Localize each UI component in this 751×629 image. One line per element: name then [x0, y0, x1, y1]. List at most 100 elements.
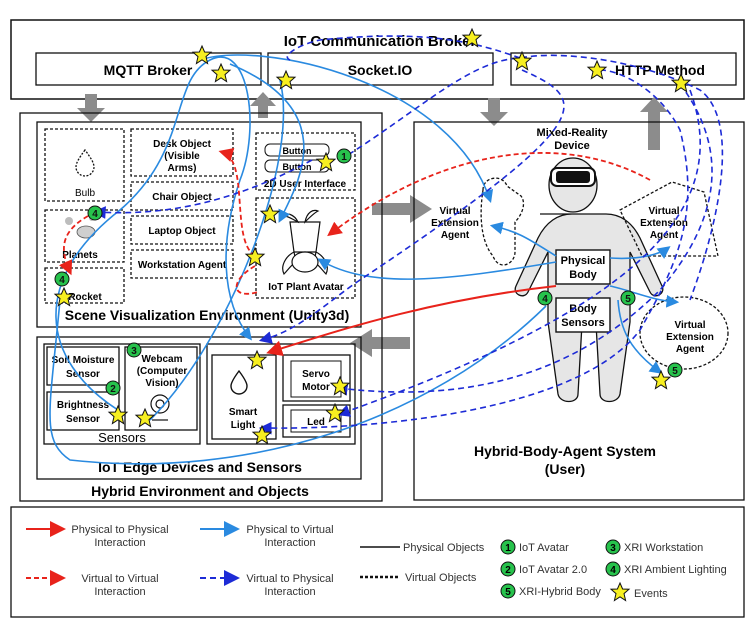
- body-sensors-line2: Sensors: [561, 317, 604, 329]
- rocket-virtual-box: [44, 267, 125, 304]
- svg-text:4: 4: [542, 294, 548, 305]
- mqtt-broker-label: MQTT Broker: [104, 62, 193, 78]
- plant-avatar-label: IoT Plant Avatar: [268, 282, 343, 293]
- badge-4-planets: [87, 205, 103, 221]
- workstation-agent-box: [130, 249, 234, 279]
- badge-4-rocket: [54, 271, 70, 287]
- legend-v2p-line1: Virtual to Physical: [246, 573, 333, 585]
- svg-text:5: 5: [625, 294, 631, 305]
- iot-edge-box: [36, 336, 362, 480]
- ui2d-box: [255, 132, 356, 191]
- vea-bottom-line2: Extension: [666, 332, 714, 343]
- legend-badge-4: [605, 561, 621, 577]
- physical-body-box: [555, 249, 611, 285]
- physical-to-physical-line: [266, 285, 557, 357]
- svg-text:4: 4: [59, 275, 65, 286]
- badge-4-body: [537, 290, 553, 306]
- planets-icon: [65, 215, 96, 239]
- socketio-box: [267, 52, 494, 86]
- webcam-line1: Webcam: [142, 354, 183, 365]
- legend-p2v-line2: Interaction: [264, 537, 315, 549]
- scene-visualization-title: Scene Visualization Environment (Unity3d…: [65, 307, 349, 323]
- legend-badge-5: [500, 583, 516, 599]
- button-1-label: Button: [283, 146, 312, 156]
- desk-object-line3: Arms): [168, 163, 197, 174]
- scene-visualization-box: [36, 121, 362, 328]
- ui2d-label: 2D User Interface: [264, 179, 347, 190]
- legend-p2p-line1: Physical to Physical: [71, 524, 168, 536]
- svg-text:5: 5: [672, 366, 678, 377]
- servo-motor-inner: [290, 360, 342, 398]
- mr-device-line2: Device: [554, 140, 589, 152]
- svg-text:3: 3: [131, 346, 137, 357]
- smart-light-line1: Smart: [229, 407, 258, 418]
- http-method-box: [510, 52, 737, 86]
- led-label: Led: [307, 417, 325, 428]
- planets-label: Planets: [62, 250, 98, 261]
- button-2-label: Button: [283, 162, 312, 172]
- chair-object-label: Chair Object: [152, 192, 212, 203]
- legend-v2v-line2: Interaction: [94, 586, 145, 598]
- legend-v2v-line1: Virtual to Virtual: [81, 573, 158, 585]
- legend-badge-2: [500, 561, 516, 577]
- badge-5-vea: [667, 362, 683, 378]
- plant-avatar-icon: [282, 209, 328, 276]
- iot-edge-title: IoT Edge Devices and Sensors: [98, 459, 302, 475]
- led-inner: [290, 409, 342, 433]
- legend-events: Events: [634, 588, 668, 600]
- laptop-object-label: Laptop Object: [148, 226, 216, 237]
- desk-object-line2: (Visible: [164, 151, 200, 162]
- bulb-icon: [75, 148, 95, 177]
- legend-xri-workstation: XRI Workstation: [624, 542, 703, 554]
- legend-iot-avatar: IoT Avatar: [519, 542, 569, 554]
- plant-avatar-box: [255, 197, 356, 299]
- bulb-label: Bulb: [75, 188, 95, 199]
- vea-left-line2: Extension: [431, 218, 479, 229]
- legend-xri-hybrid: XRI-Hybrid Body: [519, 586, 601, 598]
- servo-motor-line2: Motor: [302, 382, 330, 393]
- svg-text:2: 2: [505, 565, 511, 576]
- laptop-object-box: [130, 215, 234, 245]
- sensors-group-box: [43, 343, 201, 445]
- hybrid-environment-title: Hybrid Environment and Objects: [91, 483, 309, 499]
- brightness-sensor-line1: Brightness: [57, 400, 110, 411]
- legend-v2p-line2: Interaction: [264, 586, 315, 598]
- planets-virtual-box: [44, 209, 125, 263]
- vea-left-shape: [480, 177, 525, 266]
- svg-text:5: 5: [505, 587, 511, 598]
- legend-p2v-line1: Physical to Virtual: [246, 524, 333, 536]
- event-star: [651, 370, 671, 389]
- legend-badge-3: [605, 539, 621, 555]
- workstation-agent-label: Workstation Agent: [138, 260, 227, 271]
- legend-p2p-line2: Interaction: [94, 537, 145, 549]
- soil-moisture-box: [46, 346, 120, 386]
- badges: 1 4 4 3 2 4 5 5: [54, 148, 683, 396]
- svg-text:4: 4: [92, 209, 98, 220]
- legend-box: [10, 506, 745, 618]
- badge-1-iot-avatar: [336, 148, 352, 164]
- vea-bottom-line3: Agent: [676, 344, 705, 355]
- servo-motor-line1: Servo: [302, 369, 330, 380]
- svg-text:2: 2: [110, 384, 116, 395]
- gray-arrows: [77, 92, 668, 357]
- broker-box: [10, 19, 745, 100]
- svg-text:1: 1: [341, 152, 347, 163]
- badge-2-brightness: [105, 380, 121, 396]
- legend-event-star: [610, 582, 630, 601]
- physical-body-line1: Physical: [561, 255, 606, 267]
- body-sensors-line1: Body: [569, 303, 597, 315]
- vea-left-line3: Agent: [441, 230, 470, 241]
- hybrid-environment-box: [19, 112, 383, 502]
- desk-object-line1: Desk Object: [153, 139, 211, 150]
- user-title-line2: (User): [545, 461, 585, 477]
- legend-badge-1: [500, 539, 516, 555]
- badge-5-body: [620, 290, 636, 306]
- http-method-label: HTTP Method: [615, 62, 705, 78]
- vea-bottom-shape: [639, 296, 729, 370]
- soil-moisture-line2: Sensor: [66, 369, 100, 380]
- legend-iot-avatar-2: IoT Avatar 2.0: [519, 564, 587, 576]
- physical-to-virtual-lines: [49, 54, 680, 465]
- legend-physical-objects-label: Physical Objects: [403, 542, 485, 554]
- socketio-label: Socket.IO: [348, 62, 413, 78]
